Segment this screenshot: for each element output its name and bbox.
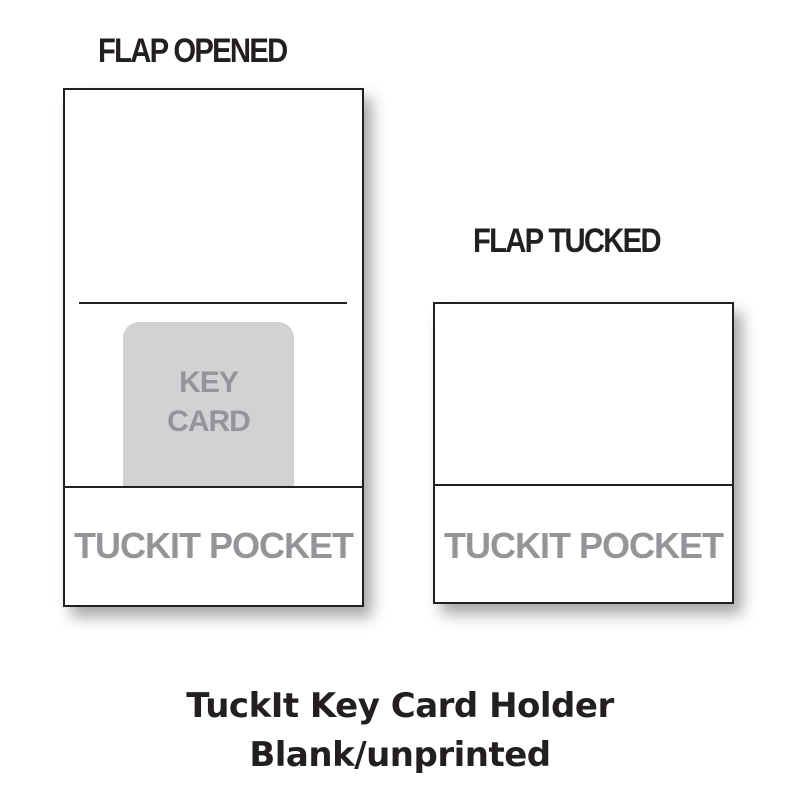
key-card-label-card: CARD [167, 405, 251, 438]
caption-subtitle: Blank/unprinted [249, 735, 551, 775]
pocket-label-opened: TUCKIT POCKET [74, 525, 354, 566]
flap-tucked-title: FLAP TUCKED [473, 222, 662, 260]
pocket-label-tucked: TUCKIT POCKET [444, 525, 724, 566]
key-card-label-key: KEY [179, 366, 239, 399]
flap-opened-title: FLAP OPENED [98, 32, 288, 70]
pocket-edge-line [63, 486, 364, 488]
flap-tucked-holder [433, 302, 734, 604]
flap-fold-line [79, 302, 347, 304]
caption-title: TuckIt Key Card Holder [186, 686, 614, 726]
key-card [123, 322, 294, 487]
pocket-edge-line-tucked [433, 484, 734, 486]
